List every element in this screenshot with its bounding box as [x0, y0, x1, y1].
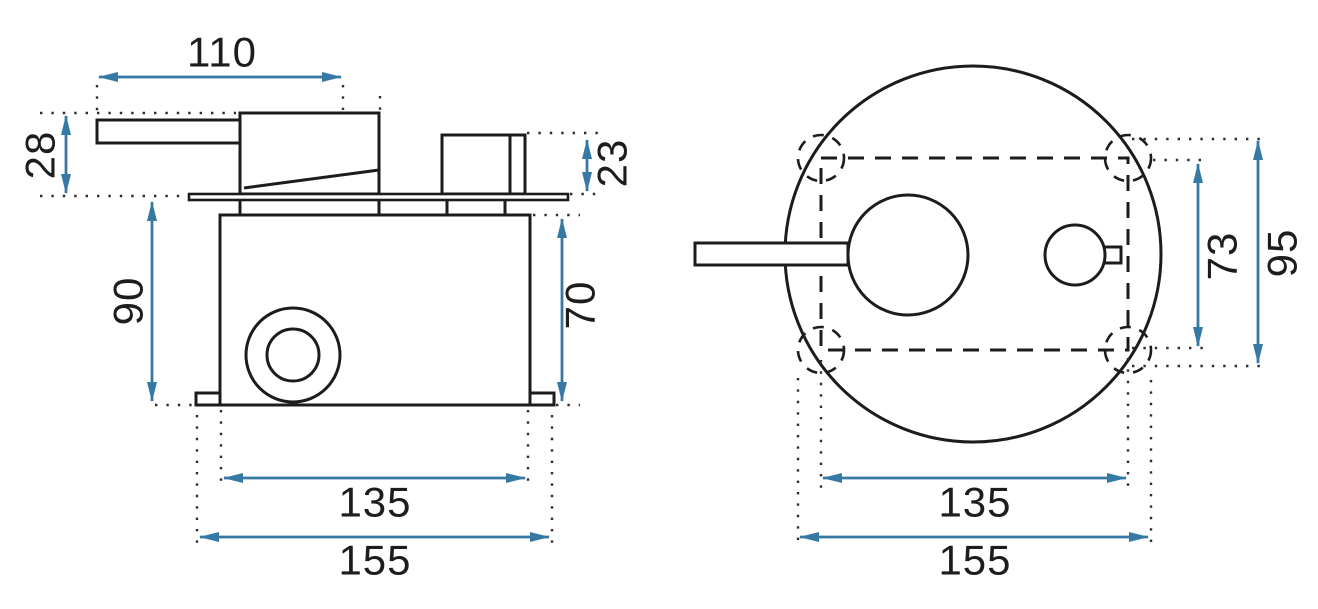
side-inlet-outer-circle: [244, 306, 342, 404]
side-valve-housing: [238, 111, 381, 196]
front-diverter-nub: [1102, 245, 1123, 265]
front-corner-circle-tl: [796, 133, 846, 183]
dim-label-70: 70: [557, 281, 604, 330]
dim-label-90: 90: [105, 277, 152, 326]
dim-label-110: 110: [187, 29, 257, 76]
dim-label-135-side: 135: [338, 479, 411, 526]
dim-label-23: 23: [589, 139, 636, 188]
side-foot-right: [528, 391, 556, 407]
side-valve-diagonal-edge: [243, 168, 380, 190]
front-corner-circle-tr: [1103, 133, 1153, 183]
dim-label-95: 95: [1259, 229, 1306, 278]
front-diverter-knob: [1043, 223, 1107, 287]
dim-label-155-front: 155: [938, 537, 1011, 584]
front-handle-lever: [693, 241, 850, 267]
dim-label-135-front: 135: [938, 479, 1011, 526]
side-wall-plate: [187, 192, 570, 202]
side-inlet-inner-circle: [265, 327, 321, 383]
front-view: 73 95 135 155: [693, 64, 1306, 584]
side-recessed-body: [218, 213, 532, 407]
front-mixer-knob: [846, 193, 970, 317]
side-view: 110 28 23 90 70 135 155: [17, 29, 636, 584]
dim-label-155-side: 155: [338, 537, 411, 584]
dim-label-73: 73: [1199, 232, 1246, 281]
side-handle-lever: [95, 118, 242, 145]
side-outlet-port: [440, 133, 527, 196]
dim-label-28: 28: [17, 131, 64, 180]
front-corner-circle-br: [1103, 325, 1153, 375]
side-foot-left: [194, 391, 222, 407]
